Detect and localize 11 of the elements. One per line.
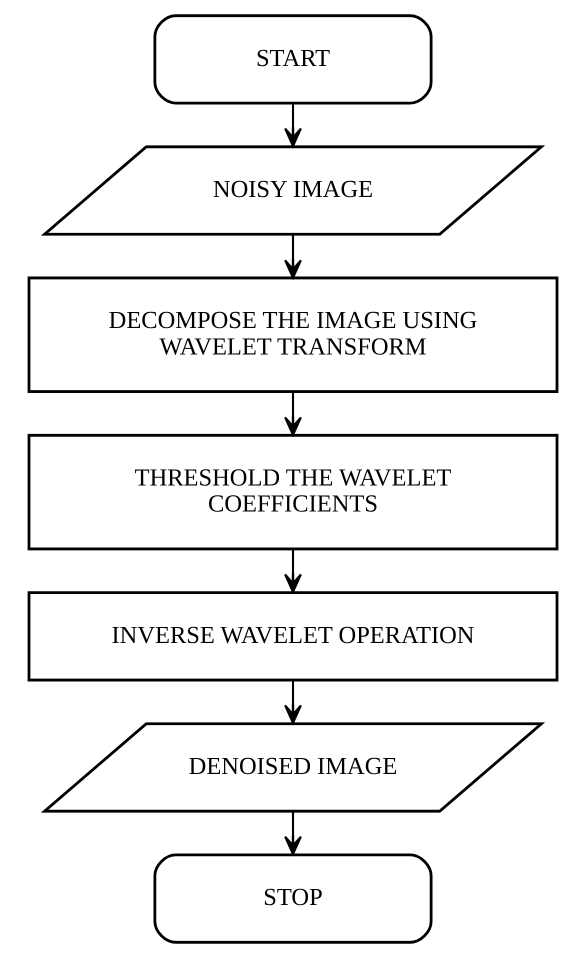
arrow — [284, 392, 302, 436]
arrow — [284, 550, 302, 594]
node-box: DECOMPOSE THE IMAGE USING WAVELET TRANSFORM — [28, 276, 558, 393]
arrow — [284, 234, 302, 279]
node-box: STOP — [153, 854, 433, 944]
node-box: THRESHOLD THE WAVELET COEFFICIENTS — [28, 434, 558, 550]
node-box: INVERSE WAVELET OPERATION — [28, 591, 558, 682]
arrow — [284, 680, 302, 724]
node-box: START — [153, 14, 433, 104]
arrow — [284, 104, 302, 148]
arrow — [284, 812, 302, 856]
